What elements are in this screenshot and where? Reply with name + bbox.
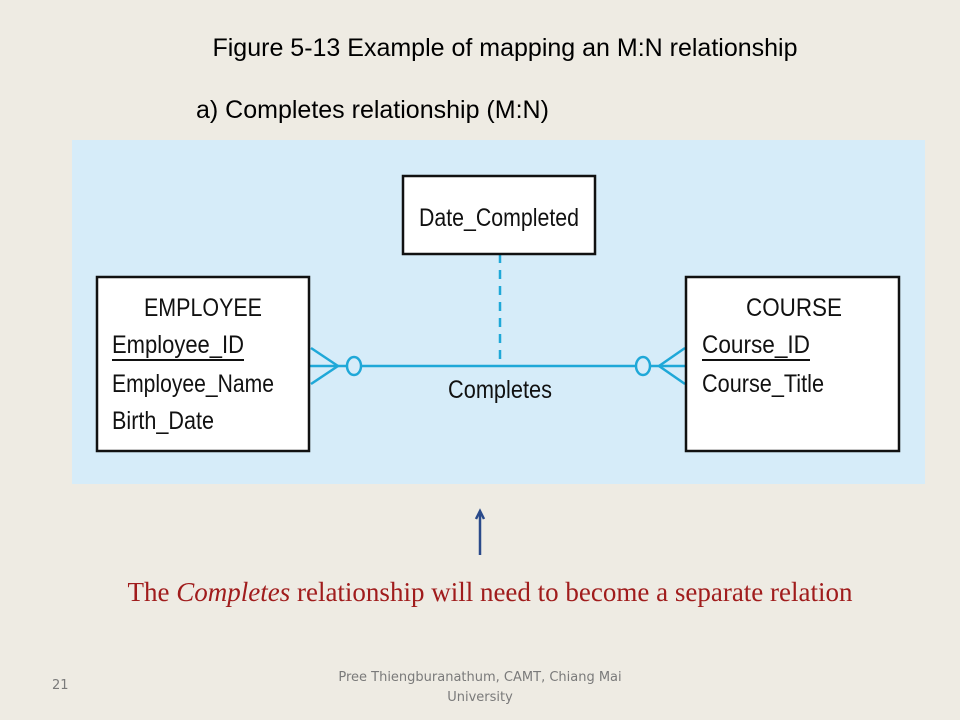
employee-entity: EMPLOYEE Employee_ID Employee_Name Birth… <box>95 275 311 453</box>
slide-subtitle: a) Completes relationship (M:N) <box>196 96 549 124</box>
slide-number: 21 <box>52 678 69 693</box>
course-entity-name: COURSE <box>746 294 842 322</box>
caption-emphasis: Completes <box>176 577 291 607</box>
employee-entity-name: EMPLOYEE <box>144 294 262 322</box>
course-entity: COURSE Course_ID Course_Title <box>684 275 901 453</box>
associative-attribute-box: Date_Completed <box>401 174 597 256</box>
associative-attribute-label: Date_Completed <box>419 204 579 232</box>
course-attribute-title: Course_Title <box>702 370 824 398</box>
employee-attribute-id: Employee_ID <box>112 331 244 359</box>
caption-text-after: relationship will need to become a separ… <box>290 577 853 607</box>
course-attribute-id: Course_ID <box>702 331 810 359</box>
footer-credit: Pree Thiengburanathum, CAMT, Chiang Mai … <box>338 670 622 705</box>
caption-text-before: The <box>127 577 177 607</box>
employee-attribute-name: Employee_Name <box>112 370 274 398</box>
er-diagram-panel: Date_Completed EMPLOYEE Employee_ID Empl… <box>72 140 925 484</box>
up-arrow-icon <box>474 508 486 555</box>
relationship-label: Completes <box>448 376 552 404</box>
slide-title: Figure 5-13 Example of mapping an M:N re… <box>212 34 798 62</box>
employee-attribute-birth-date: Birth_Date <box>112 407 214 435</box>
course-many-optional-symbol <box>634 346 686 386</box>
slide-caption: The Completes relationship will need to … <box>0 577 960 608</box>
employee-many-optional-symbol <box>310 346 363 386</box>
er-diagram: Date_Completed EMPLOYEE Employee_ID Empl… <box>95 174 901 453</box>
